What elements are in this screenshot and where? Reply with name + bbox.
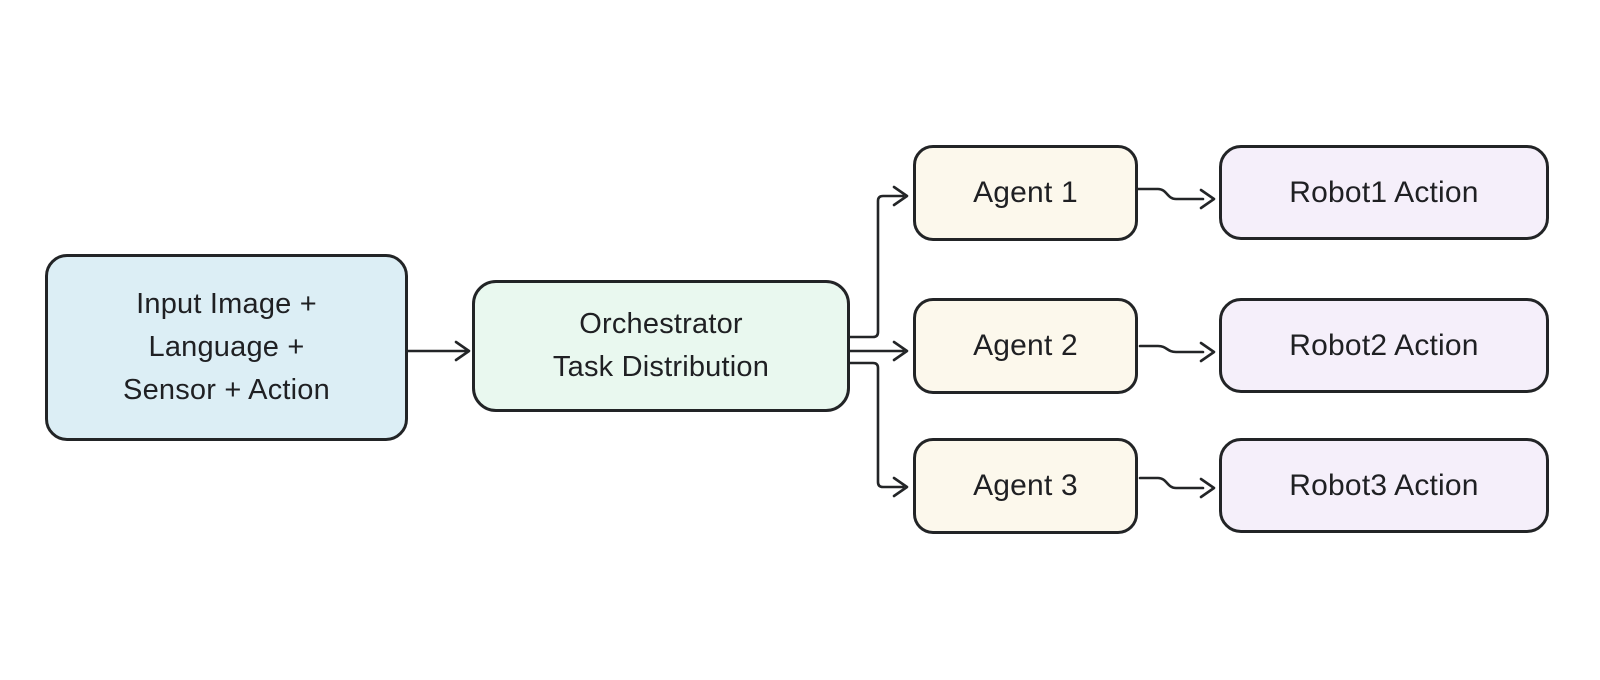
node-input-line1: Input Image + <box>136 288 317 320</box>
node-orchestrator: Orchestrator Task Distribution <box>472 280 850 412</box>
node-agent2: Agent 2 <box>913 298 1138 394</box>
arrow-orchestrator-to-agent2 <box>848 340 909 362</box>
node-agent2-label: Agent 2 <box>973 329 1078 362</box>
arrow-agent2-to-robot2 <box>1138 341 1216 363</box>
node-robot3-label: Robot3 Action <box>1289 468 1479 502</box>
node-input-line2: Language + <box>148 331 305 363</box>
node-orchestrator-line1: Orchestrator <box>579 308 743 340</box>
arrow-input-to-orchestrator <box>406 340 471 362</box>
node-robot1: Robot1 Action <box>1219 145 1549 240</box>
node-robot2: Robot2 Action <box>1219 298 1549 393</box>
arrow-agent3-to-robot3 <box>1138 476 1216 499</box>
node-input: Input Image + Language + Sensor + Action <box>45 254 408 441</box>
arrow-orchestrator-to-agent1 <box>848 185 909 339</box>
node-robot3: Robot3 Action <box>1219 438 1549 533</box>
node-agent3-label: Agent 3 <box>973 469 1078 502</box>
node-robot2-label: Robot2 Action <box>1289 328 1479 362</box>
arrow-agent1-to-robot1 <box>1136 187 1216 210</box>
node-agent3: Agent 3 <box>913 438 1138 534</box>
node-orchestrator-line2: Task Distribution <box>552 351 770 383</box>
node-robot1-label: Robot1 Action <box>1289 175 1479 209</box>
node-input-line3: Sensor + Action <box>123 374 330 406</box>
node-agent1: Agent 1 <box>913 145 1138 241</box>
node-agent1-label: Agent 1 <box>973 176 1078 209</box>
arrow-orchestrator-to-agent3 <box>848 361 909 498</box>
